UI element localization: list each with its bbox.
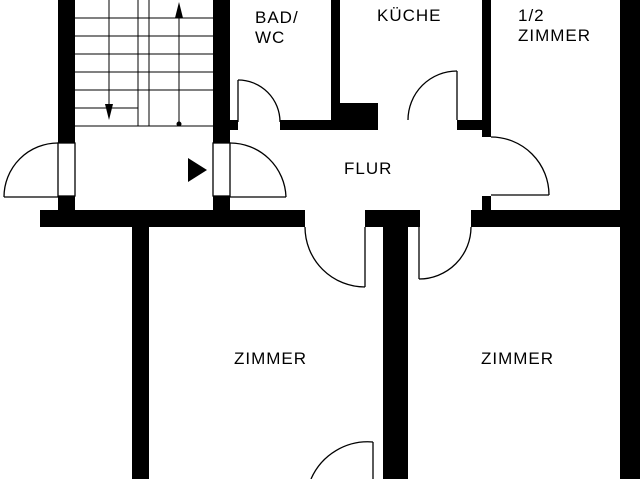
label-zimmer-left: ZIMMER	[234, 349, 307, 368]
label-flur: FLUR	[344, 159, 392, 178]
doors	[3, 70, 550, 479]
wall-room-divider-inner	[400, 227, 408, 479]
wall-room-left	[132, 227, 149, 479]
wall-bath-kitchen	[331, 0, 340, 120]
entrance-arrow-icon	[188, 158, 207, 182]
stair-down-arrow	[105, 0, 113, 120]
wall-stair-right-lower	[213, 196, 230, 214]
wall-room-divider	[383, 227, 400, 479]
door-room-bottom	[310, 441, 374, 479]
wall-kitchen-bottom-right	[457, 120, 491, 130]
wall-halfroom-left-lower	[482, 196, 491, 214]
room-labels: BAD/ WC KÜCHE 1/2 ZIMMER FLUR ZIMMER ZIM…	[234, 6, 591, 368]
door-kitchen	[407, 70, 458, 121]
wall-stair-left-lower	[58, 196, 75, 214]
wall-corridor-bottom-left	[40, 210, 305, 227]
wall-stair-left	[58, 0, 75, 143]
wall-bath-bottom-left	[230, 120, 238, 130]
door-stair-left	[3, 142, 76, 198]
walls	[40, 0, 640, 479]
wall-stair-right	[213, 0, 230, 143]
wall-bath-bottom	[280, 120, 340, 130]
staircase	[75, 0, 213, 182]
door-bath	[237, 79, 281, 123]
label-kueche: KÜCHE	[377, 6, 442, 25]
label-halbzimmer-line2: ZIMMER	[518, 26, 591, 45]
door-room-left	[304, 226, 366, 288]
door-stair-right	[212, 142, 287, 198]
door-room-right	[418, 226, 472, 280]
label-bad-line1: BAD/	[255, 8, 299, 27]
label-bad-line2: WC	[255, 28, 285, 47]
stair-up-arrow	[175, 2, 183, 127]
wall-corridor-bottom-mid	[365, 210, 420, 227]
door-half-room	[490, 136, 550, 196]
wall-kitchen-chimney	[340, 103, 378, 130]
label-zimmer-right: ZIMMER	[481, 349, 554, 368]
wall-exterior-right	[620, 0, 640, 479]
wall-corridor-bottom-right	[471, 210, 640, 227]
label-halbzimmer-line1: 1/2	[518, 6, 545, 25]
wall-kitchen-right	[482, 0, 491, 137]
